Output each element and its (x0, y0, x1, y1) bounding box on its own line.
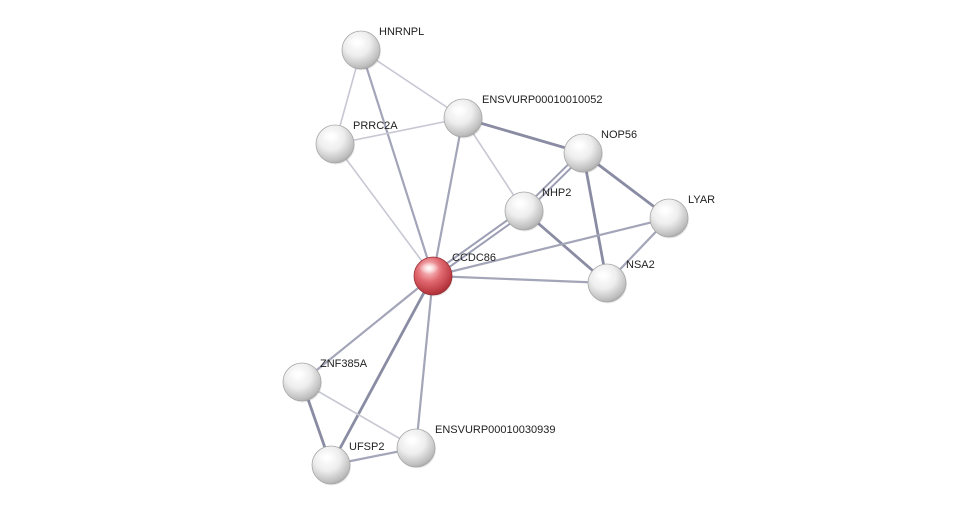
node-lyar[interactable] (649, 198, 689, 239)
node-label-ensvurp00010030939: ENSVURP00010030939 (435, 424, 555, 436)
edge-ensvurp00010010052-nop56 (461, 116, 585, 155)
node-label-nsa2: NSA2 (626, 259, 655, 271)
node-label-hnrnpl: HNRNPL (379, 26, 424, 38)
edge-ccdc86-nsa2 (431, 274, 609, 285)
edge-hnrnpl-ccdc86 (359, 48, 435, 278)
node-highlight (593, 269, 613, 281)
edge-znf385a-ensvurp00010030939 (301, 381, 417, 449)
node-highlight (449, 104, 469, 116)
node-label-prrc2a: PRRC2A (353, 120, 398, 132)
node-ccdc86[interactable] (413, 256, 453, 297)
edge-nop56-nsa2 (581, 151, 609, 285)
nodes-layer (282, 30, 689, 486)
node-label-nhp2: NHP2 (542, 187, 571, 199)
node-ensvurp00010030939[interactable] (396, 428, 436, 469)
node-label-ensvurp00010010052: ENSVURP00010010052 (482, 94, 602, 106)
edge-prrc2a-ensvurp00010010052 (334, 117, 464, 145)
node-nhp2[interactable] (504, 191, 544, 232)
node-highlight (569, 139, 589, 151)
node-highlight (419, 262, 439, 274)
node-prrc2a[interactable] (315, 124, 355, 165)
node-label-lyar: LYAR (688, 194, 715, 206)
node-highlight (347, 36, 367, 48)
edge-hnrnpl-ensvurp00010010052 (360, 49, 464, 119)
node-znf385a[interactable] (282, 362, 322, 403)
node-label-ufsp2: UFSP2 (349, 441, 384, 453)
node-highlight (655, 204, 675, 216)
edge-lyar-ccdc86 (431, 216, 671, 278)
node-nsa2[interactable] (587, 263, 627, 304)
edge-ccdc86-znf385a (300, 274, 435, 384)
edge-ccdc86-ensvurp00010030939 (414, 274, 435, 450)
node-hnrnpl[interactable] (341, 30, 381, 71)
node-highlight (317, 451, 337, 463)
node-label-znf385a: ZNF385A (320, 358, 368, 370)
edge-ccdc86-ufsp2 (329, 274, 435, 467)
node-highlight (321, 130, 341, 142)
edge-prrc2a-ccdc86 (334, 143, 434, 277)
node-highlight (402, 434, 422, 446)
node-highlight (510, 197, 530, 209)
node-label-ccdc86: CCDC86 (452, 252, 496, 264)
node-nop56[interactable] (563, 133, 603, 174)
edge-ensvurp00010010052-ccdc86 (431, 116, 465, 278)
node-label-nop56: NOP56 (601, 129, 637, 141)
node-ensvurp00010010052[interactable] (443, 98, 483, 139)
node-highlight (288, 368, 308, 380)
node-ufsp2[interactable] (311, 445, 351, 486)
